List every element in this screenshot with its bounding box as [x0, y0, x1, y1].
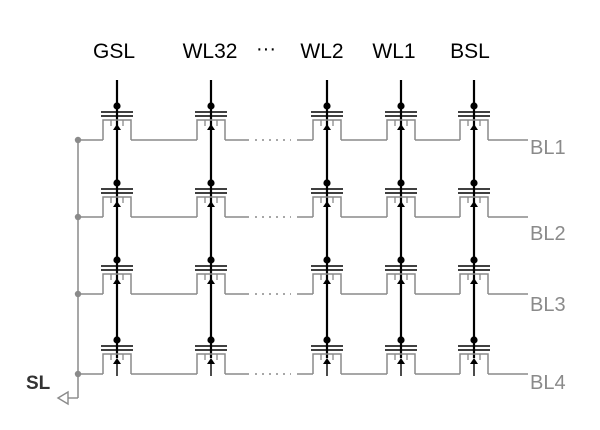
- gate-node-dot: [323, 179, 331, 187]
- gate-node-dot: [323, 336, 331, 344]
- channel: [312, 273, 342, 294]
- body-arrow-icon: [207, 124, 215, 130]
- gate-node-dot: [397, 179, 405, 187]
- row-label-bl4: BL4: [530, 372, 566, 394]
- column-label-wl2: WL2: [300, 40, 343, 63]
- row-label-bl2: BL2: [530, 223, 566, 245]
- body-arrow-icon: [323, 358, 331, 364]
- channel: [386, 119, 416, 140]
- channel: [386, 353, 416, 374]
- gate-node-dot: [113, 256, 121, 264]
- gate-node-dot: [207, 179, 215, 187]
- channel: [196, 196, 226, 217]
- row-label-bl3: BL3: [530, 294, 566, 316]
- body-arrow-icon: [397, 358, 405, 364]
- channel: [102, 353, 132, 374]
- gate-node-dot: [397, 256, 405, 264]
- channel: [196, 273, 226, 294]
- source-line-label: SL: [26, 373, 51, 394]
- gate-node-dot: [470, 256, 478, 264]
- gate-node-dot: [207, 256, 215, 264]
- circuit-group: [56, 80, 528, 406]
- body-arrow-icon: [207, 201, 215, 207]
- body-arrow-icon: [207, 358, 215, 364]
- source-line-arrow-icon: [56, 390, 69, 406]
- body-arrow-icon: [470, 278, 478, 284]
- channel: [102, 196, 132, 217]
- channel: [312, 196, 342, 217]
- channel: [459, 196, 489, 217]
- column-label-wl1: WL1: [372, 40, 415, 63]
- body-arrow-icon: [113, 124, 121, 130]
- body-arrow-icon: [397, 201, 405, 207]
- channel: [312, 119, 342, 140]
- gate-node-dot: [113, 102, 121, 110]
- column-label-wl32: WL32: [183, 40, 238, 63]
- body-arrow-icon: [113, 358, 121, 364]
- gate-node-dot: [207, 102, 215, 110]
- channel: [459, 353, 489, 374]
- body-arrow-icon: [323, 124, 331, 130]
- gate-node-dot: [323, 102, 331, 110]
- channel: [459, 273, 489, 294]
- channel: [386, 273, 416, 294]
- body-arrow-icon: [470, 358, 478, 364]
- gate-node-dot: [113, 336, 121, 344]
- column-label-gsl: GSL: [93, 40, 135, 63]
- gate-node-dot: [470, 336, 478, 344]
- body-arrow-icon: [323, 278, 331, 284]
- body-arrow-icon: [323, 201, 331, 207]
- gate-node-dot: [470, 179, 478, 187]
- body-arrow-icon: [470, 124, 478, 130]
- body-arrow-icon: [397, 278, 405, 284]
- channel: [196, 353, 226, 374]
- gate-node-dot: [397, 102, 405, 110]
- channel: [196, 119, 226, 140]
- channel: [312, 353, 342, 374]
- gate-node-dot: [397, 336, 405, 344]
- channel: [102, 273, 132, 294]
- column-ellipsis: ···: [256, 38, 276, 60]
- row-label-bl1: BL1: [530, 137, 566, 159]
- body-arrow-icon: [397, 124, 405, 130]
- body-arrow-icon: [113, 278, 121, 284]
- gate-node-dot: [470, 102, 478, 110]
- body-arrow-icon: [113, 201, 121, 207]
- channel: [459, 119, 489, 140]
- gate-node-dot: [207, 336, 215, 344]
- channel: [102, 119, 132, 140]
- channel: [386, 196, 416, 217]
- gate-node-dot: [113, 179, 121, 187]
- body-arrow-icon: [470, 201, 478, 207]
- body-arrow-icon: [207, 278, 215, 284]
- column-label-bsl: BSL: [450, 40, 490, 63]
- gate-node-dot: [323, 256, 331, 264]
